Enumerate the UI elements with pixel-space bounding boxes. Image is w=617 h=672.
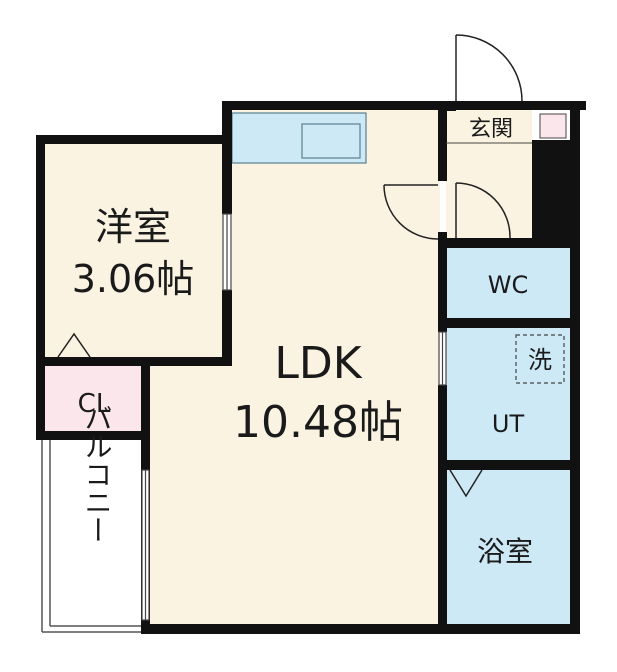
- ldk-name: LDK: [274, 338, 362, 389]
- utility-floor: [446, 327, 570, 461]
- western-room-size: 3.06帖: [72, 257, 195, 301]
- balcony-label: バルコニー: [81, 404, 114, 544]
- balcony-floor: [42, 440, 142, 630]
- washer-label: 洗: [528, 346, 552, 374]
- closet-floor: [45, 366, 141, 431]
- western-room-name: 洋室: [95, 205, 171, 249]
- washer-space: [515, 334, 565, 384]
- doors: [57, 34, 523, 498]
- balcony-outline: [41, 440, 141, 633]
- utility-label: UT: [492, 410, 525, 438]
- toilet-floor: [446, 247, 570, 319]
- shoe-cabinet: [539, 113, 567, 139]
- ldk-size: 10.48帖: [233, 397, 403, 448]
- entrance-floor: [446, 109, 532, 239]
- ldk-floor-lower: [146, 365, 440, 632]
- windows: [141, 213, 447, 621]
- kitchen-sink: [301, 123, 361, 159]
- entrance-label: 玄関: [469, 117, 513, 142]
- closet-label: CL: [78, 389, 111, 419]
- western-room-floor: [45, 143, 225, 358]
- toilet-label: WC: [488, 271, 529, 299]
- bath-label: 浴室: [477, 535, 533, 568]
